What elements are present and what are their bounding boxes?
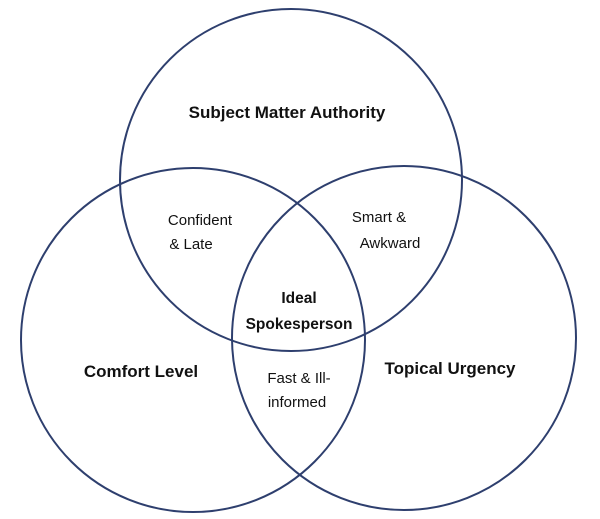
center-label-ideal-line1: Ideal [281,290,316,307]
overlap-label-fast-ill-informed-line2: informed [268,394,326,411]
circle-comfort-level [20,167,366,513]
set-label-subject-matter-authority: Subject Matter Authority [189,103,386,122]
overlap-label-smart-awkward-line2: Awkward [360,235,421,252]
overlap-label-fast-ill-informed-line1: Fast & Ill- [267,370,330,387]
center-label-spokesperson-line2: Spokesperson [246,316,353,333]
overlap-label-confident-late-line1: Confident [168,212,233,229]
set-label-comfort-level: Comfort Level [84,362,198,381]
set-label-topical-urgency: Topical Urgency [385,359,517,378]
overlap-label-confident-late-line2: & Late [169,236,212,253]
circle-topical-urgency [231,165,577,511]
overlap-label-smart-awkward-line1: Smart & [352,209,406,226]
circle-subject-matter-authority [119,8,463,352]
